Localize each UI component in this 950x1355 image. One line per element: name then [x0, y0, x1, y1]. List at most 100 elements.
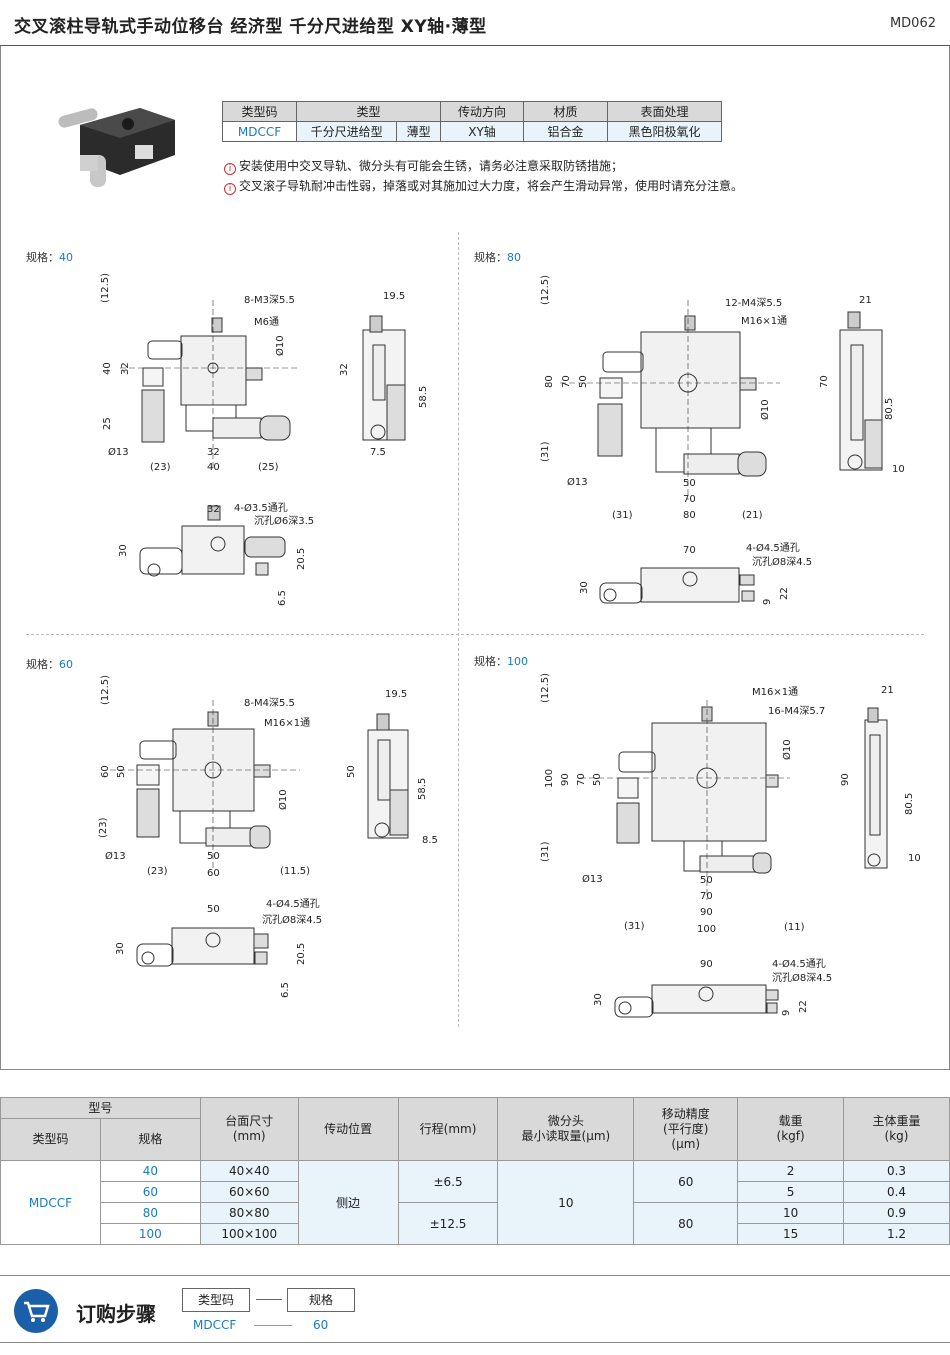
svg-text:(12.5): (12.5): [540, 275, 551, 305]
drawing-60-top: [110, 700, 300, 870]
order-dash: [254, 1325, 292, 1326]
spec-table: 类型码 类型 传动方向 材质 表面处理 MDCCF 千分尺进给型 薄型 XY轴 …: [222, 101, 722, 142]
spec-type2: 薄型: [396, 121, 441, 142]
svg-text:20.5: 20.5: [296, 943, 307, 965]
svg-text:60: 60: [207, 868, 220, 879]
svg-text:32: 32: [207, 504, 220, 515]
svg-text:10: 10: [892, 464, 905, 475]
svg-text:4-Ø4.5通孔: 4-Ø4.5通孔: [266, 898, 320, 910]
cell-load: 15: [737, 1223, 845, 1245]
dims-40: 8-M3深5.5 M6通 4-Ø3.5通孔 沉孔Ø6深3.5 (12.5) 40…: [100, 273, 429, 606]
svg-text:(23): (23): [147, 866, 168, 877]
cell-acc-a: 60: [633, 1160, 739, 1203]
order-box-size: 规格: [287, 1288, 355, 1312]
drawing-60-front: [136, 927, 269, 967]
svg-text:70: 70: [683, 545, 696, 556]
svg-text:(25): (25): [258, 462, 279, 473]
svg-text:25: 25: [102, 417, 113, 430]
section-label-60: 规格：60: [26, 658, 73, 671]
svg-text:30: 30: [579, 581, 590, 594]
cell-code: MDCCF: [0, 1160, 101, 1245]
spec-header-surface: 表面处理: [607, 101, 722, 122]
cell-table: 80×80: [199, 1202, 299, 1224]
svg-text:50: 50: [116, 765, 127, 778]
order-box-code: 类型码: [182, 1288, 250, 1312]
svg-text:4-Ø4.5通孔: 4-Ø4.5通孔: [772, 958, 826, 970]
svg-text:沉孔Ø8深4.5: 沉孔Ø8深4.5: [772, 971, 832, 984]
svg-text:90: 90: [700, 907, 713, 918]
drawing-40-top: [120, 300, 300, 470]
svg-text:M16×1通: M16×1通: [752, 686, 798, 698]
svg-text:Ø10: Ø10: [274, 335, 286, 356]
svg-text:100: 100: [697, 924, 716, 935]
svg-text:6.5: 6.5: [280, 982, 291, 998]
cell-weight: 0.4: [843, 1181, 950, 1203]
svg-text:(12.5): (12.5): [100, 675, 111, 705]
svg-text:10: 10: [908, 853, 921, 864]
drawing-40-front: [139, 505, 286, 577]
svg-text:100: 100: [544, 769, 555, 788]
svg-text:M6通: M6通: [254, 316, 279, 328]
svg-text:21: 21: [859, 295, 872, 306]
svg-text:Ø10: Ø10: [781, 739, 793, 760]
svg-text:19.5: 19.5: [383, 291, 405, 302]
svg-text:8-M4深5.5: 8-M4深5.5: [244, 697, 295, 709]
spec-direction: XY轴: [440, 121, 524, 142]
svg-text:(11): (11): [784, 922, 805, 933]
svg-text:Ø13: Ø13: [105, 850, 126, 862]
svg-text:80: 80: [683, 510, 696, 521]
th-code: 类型码: [0, 1118, 101, 1161]
drawing-80-front: [599, 567, 755, 604]
svg-text:(11.5): (11.5): [280, 866, 310, 877]
dims-100: M16×1通 16-M4深5.7 4-Ø4.5通孔 沉孔Ø8深4.5 (12.5…: [540, 673, 921, 1016]
svg-text:40: 40: [207, 462, 220, 473]
svg-text:6.5: 6.5: [277, 590, 288, 606]
svg-text:50: 50: [592, 773, 603, 786]
product-photo: [58, 108, 175, 187]
svg-text:9: 9: [781, 1010, 792, 1016]
section-label-40: 规格：40: [26, 251, 73, 264]
drawing-100-front: [614, 984, 779, 1018]
drawing-60-side: [367, 713, 409, 839]
spec-surface: 黑色阳极氧化: [607, 121, 722, 142]
svg-text:(21): (21): [742, 510, 763, 521]
dims-80: 12-M4深5.5 M16×1通 4-Ø4.5通孔 沉孔Ø8深4.5 (12.5…: [540, 275, 905, 605]
svg-text:4-Ø3.5通孔: 4-Ø3.5通孔: [234, 502, 288, 514]
cart-icon: [14, 1289, 58, 1333]
th-weight: 主体重量(kg): [843, 1097, 950, 1161]
svg-text:(12.5): (12.5): [100, 273, 111, 303]
svg-text:(31): (31): [624, 921, 645, 932]
drawing-80-top: [560, 300, 780, 500]
svg-text:22: 22: [798, 1000, 809, 1013]
svg-text:(12.5): (12.5): [540, 673, 551, 703]
th-size: 规格: [99, 1118, 201, 1161]
svg-text:沉孔Ø8深4.5: 沉孔Ø8深4.5: [262, 913, 322, 926]
cell-size: 40: [99, 1160, 201, 1182]
cell-load: 2: [737, 1160, 845, 1182]
svg-text:30: 30: [118, 544, 129, 557]
svg-text:50: 50: [700, 875, 713, 886]
svg-text:60: 60: [100, 765, 111, 778]
drawing-40-side: [362, 315, 406, 441]
page-code: MD062: [889, 16, 936, 31]
svg-text:8-M3深5.5: 8-M3深5.5: [244, 294, 295, 306]
order-val-size: 60: [313, 1318, 329, 1332]
cell-size: 100: [99, 1223, 201, 1245]
svg-text:(31): (31): [540, 841, 551, 862]
svg-text:Ø13: Ø13: [567, 476, 588, 488]
spec-header-type: 类型: [296, 101, 441, 122]
svg-text:30: 30: [593, 993, 604, 1006]
order-title: 订购步骤: [76, 1302, 156, 1326]
svg-text:50: 50: [683, 478, 696, 489]
svg-text:50: 50: [346, 765, 357, 778]
svg-text:70: 70: [576, 773, 587, 786]
th-table-size: 台面尺寸(mm): [199, 1097, 299, 1161]
cell-size: 80: [99, 1202, 201, 1224]
section-divider-vertical: [458, 232, 459, 1027]
cell-weight: 0.9: [843, 1202, 950, 1224]
spec-type1: 千分尺进给型: [295, 121, 398, 142]
section-divider-horizontal: [26, 634, 924, 635]
